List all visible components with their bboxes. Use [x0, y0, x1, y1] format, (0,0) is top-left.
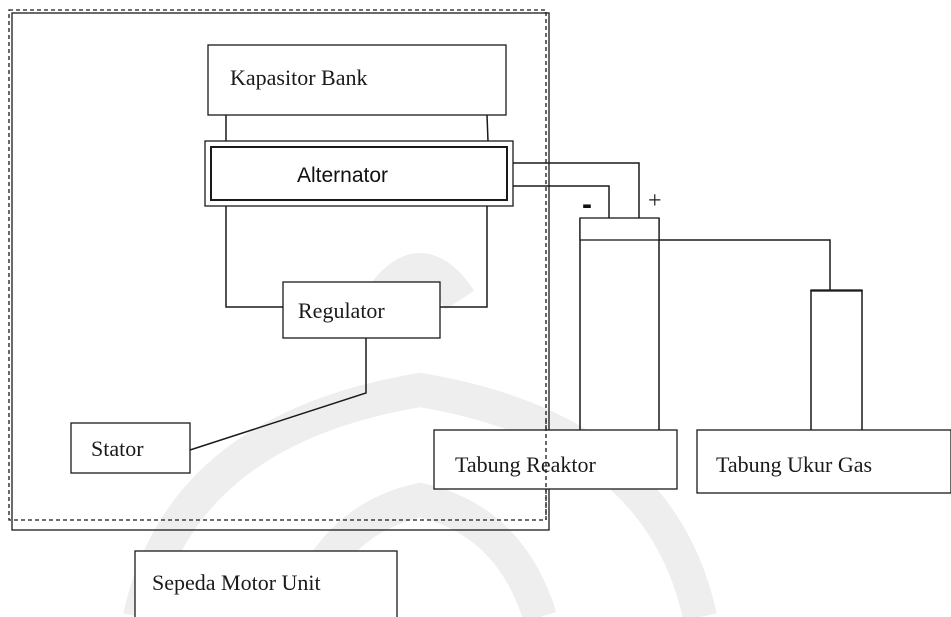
positive-terminal-label: + [648, 188, 662, 214]
alternator-label: Alternator [297, 164, 388, 187]
sepeda-motor-unit-label: Sepeda Motor Unit [152, 570, 321, 595]
gas-tube-top-box [810, 289, 863, 292]
dashed-frame [8, 9, 547, 521]
tabung-ukur-gas-box [696, 429, 951, 494]
negative-terminal-label: - [582, 188, 592, 221]
kapasitor-bank-box [207, 44, 507, 116]
reactor-top-box [579, 217, 660, 241]
sepeda-motor-unit-box [134, 550, 398, 617]
wires [189, 114, 863, 451]
regulator-label: Regulator [298, 298, 385, 323]
alternator-box-inner [210, 146, 508, 201]
tabung-reaktor-label: Tabung Reaktor [455, 452, 596, 477]
stator-label: Stator [91, 436, 144, 461]
tabung-reaktor-box [433, 429, 678, 490]
stator-box [70, 422, 191, 474]
outer-frame [11, 12, 550, 531]
kapasitor-bank-label: Kapasitor Bank [230, 65, 367, 90]
regulator-box [282, 281, 441, 339]
tabung-ukur-gas-label: Tabung Ukur Gas [716, 452, 872, 477]
